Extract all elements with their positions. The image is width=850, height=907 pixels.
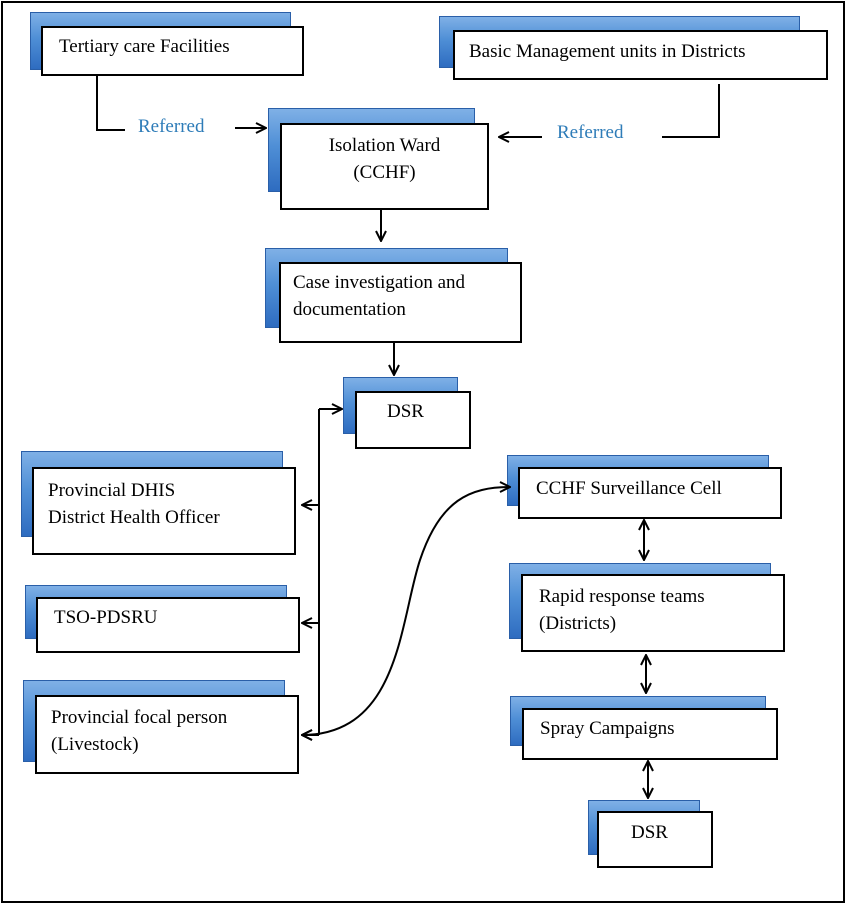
- node-spray-campaigns-text: Spray Campaigns: [540, 718, 675, 739]
- node-surveillance-cell: CCHF Surveillance Cell: [518, 467, 782, 519]
- edge-label-referred-right: Referred: [557, 122, 624, 143]
- node-rapid-response: Rapid response teams (Districts): [521, 574, 785, 652]
- node-isolation-ward: Isolation Ward (CCHF): [280, 123, 489, 210]
- node-provincial-dhis-line1: Provincial DHIS: [48, 480, 176, 501]
- node-basic-units: Basic Management units in Districts: [453, 30, 828, 80]
- node-focal-person-line2: (Livestock): [51, 734, 139, 755]
- node-dsr-bottom-text: DSR: [631, 822, 668, 843]
- node-focal-person: Provincial focal person (Livestock): [35, 695, 299, 774]
- node-tso-pdsru: TSO-PDSRU: [36, 597, 300, 653]
- node-isolation-ward-line1: Isolation Ward: [328, 135, 441, 156]
- node-provincial-dhis-line2: District Health Officer: [48, 507, 220, 528]
- node-provincial-dhis: Provincial DHIS District Health Officer: [32, 467, 296, 555]
- node-basic-units-text: Basic Management units in Districts: [469, 41, 746, 62]
- edge-basic-line: [662, 84, 720, 138]
- node-case-investigation: Case investigation and documentation: [279, 262, 522, 343]
- node-dsr-top: DSR: [355, 391, 471, 449]
- node-tertiary-care-text: Tertiary care Facilities: [59, 36, 230, 57]
- node-focal-person-line1: Provincial focal person: [51, 707, 228, 728]
- node-spray-campaigns: Spray Campaigns: [522, 708, 778, 760]
- node-rapid-response-line1: Rapid response teams: [539, 586, 705, 607]
- node-case-investigation-line1: Case investigation and: [293, 272, 466, 293]
- edge-focal-cell-curve: [302, 487, 510, 735]
- node-dsr-bottom: DSR: [597, 811, 713, 868]
- edge-label-referred-left: Referred: [138, 116, 205, 137]
- node-tertiary-care: Tertiary care Facilities: [41, 26, 304, 76]
- edge-tertiary-line: [96, 76, 125, 131]
- node-dsr-top-text: DSR: [387, 401, 424, 422]
- node-tso-pdsru-text: TSO-PDSRU: [54, 607, 158, 628]
- node-surveillance-cell-text: CCHF Surveillance Cell: [536, 478, 722, 499]
- node-rapid-response-line2: (Districts): [539, 613, 617, 634]
- node-isolation-ward-line2: (CCHF): [353, 162, 416, 183]
- node-case-investigation-line2: documentation: [293, 299, 406, 320]
